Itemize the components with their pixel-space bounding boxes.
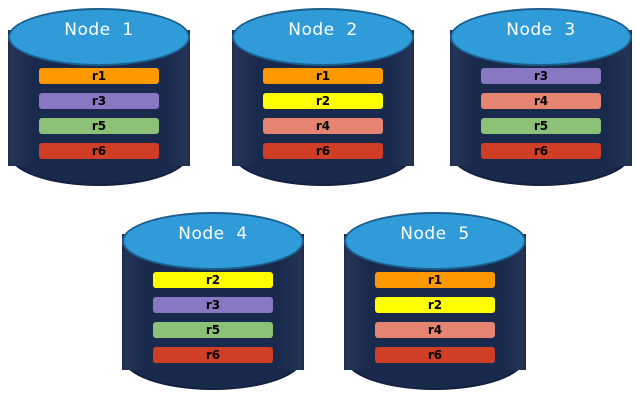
node-cylinder[interactable]: Node 5 r1 r2 r4 r6: [344, 212, 526, 392]
node-cylinder[interactable]: Node 1 r1 r3 r5 r6: [8, 8, 190, 188]
replica-bar[interactable]: r5: [153, 322, 273, 338]
replica-list: r1 r2 r4 r6: [375, 272, 495, 363]
replica-bar[interactable]: r3: [153, 297, 273, 313]
replica-list: r1 r3 r5 r6: [39, 68, 159, 159]
replica-bar[interactable]: r6: [481, 143, 601, 159]
node-label: Node 2: [288, 20, 358, 40]
node-label: Node 4: [178, 224, 248, 244]
node-label: Node 3: [506, 20, 576, 40]
cylinder-top-ellipse: [450, 8, 632, 66]
replica-bar[interactable]: r2: [263, 93, 383, 109]
replica-bar[interactable]: r1: [39, 68, 159, 84]
replica-bar[interactable]: r5: [39, 118, 159, 134]
node-label: Node 1: [64, 20, 134, 40]
cylinder-top-ellipse: [344, 212, 526, 270]
cylinder-top-ellipse: [232, 8, 414, 66]
replica-bar[interactable]: r6: [375, 347, 495, 363]
node-label: Node 5: [400, 224, 470, 244]
replica-bar[interactable]: r2: [375, 297, 495, 313]
replica-list: r1 r2 r4 r6: [263, 68, 383, 159]
replica-bar[interactable]: r4: [375, 322, 495, 338]
node-cylinder[interactable]: Node 2 r1 r2 r4 r6: [232, 8, 414, 188]
replica-bar[interactable]: r3: [481, 68, 601, 84]
replica-bar[interactable]: r1: [375, 272, 495, 288]
cylinder-top-ellipse: [8, 8, 190, 66]
replica-bar[interactable]: r4: [481, 93, 601, 109]
cylinder-top-ellipse: [122, 212, 304, 270]
replica-list: r2 r3 r5 r6: [153, 272, 273, 363]
node-cylinder[interactable]: Node 4 r2 r3 r5 r6: [122, 212, 304, 392]
replica-bar[interactable]: r6: [39, 143, 159, 159]
replica-bar[interactable]: r4: [263, 118, 383, 134]
replica-bar[interactable]: r6: [153, 347, 273, 363]
replica-bar[interactable]: r6: [263, 143, 383, 159]
replica-bar[interactable]: r5: [481, 118, 601, 134]
replica-bar[interactable]: r2: [153, 272, 273, 288]
replica-list: r3 r4 r5 r6: [481, 68, 601, 159]
node-cylinder[interactable]: Node 3 r3 r4 r5 r6: [450, 8, 632, 188]
replica-bar[interactable]: r3: [39, 93, 159, 109]
replica-bar[interactable]: r1: [263, 68, 383, 84]
